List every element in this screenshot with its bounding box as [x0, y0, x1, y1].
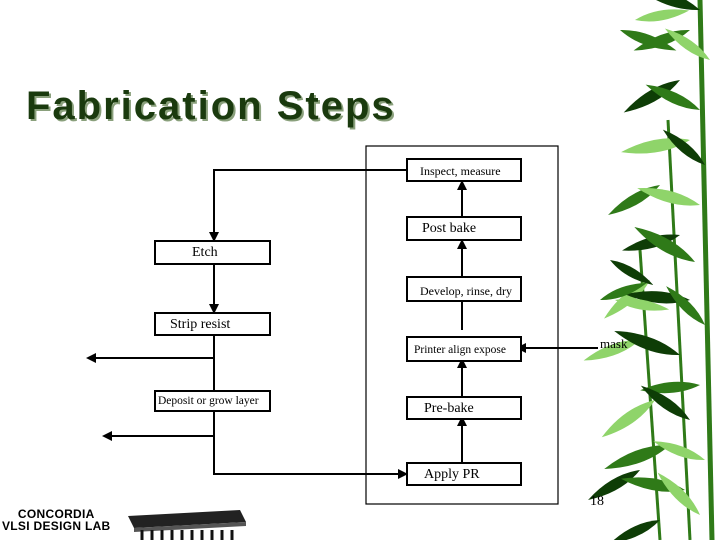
bamboo-leaf — [640, 381, 700, 394]
bamboo-leaf — [610, 520, 660, 540]
node-apply-pr: Apply PR — [406, 462, 522, 486]
node-strip-resist: Strip resist — [154, 312, 271, 336]
bamboo-leaf — [664, 28, 710, 60]
logo-line-2: VLSI DESIGN LAB — [2, 519, 111, 533]
process-frame — [365, 145, 559, 505]
bamboo-leaf — [614, 331, 680, 356]
node-develop-rinse-dry-label: Develop, rinse, dry — [420, 284, 512, 298]
node-printer-align-expose-label: Printer align expose — [414, 344, 506, 356]
node-post-bake-label: Post bake — [422, 221, 477, 236]
node-etch-label: Etch — [192, 245, 218, 260]
bamboo-leaf — [601, 400, 655, 438]
connector-inspect-etch — [209, 169, 406, 242]
bamboo-leaf — [610, 260, 654, 285]
bamboo-stem — [666, 119, 692, 540]
connector-deposit-applypr — [213, 412, 408, 479]
node-deposit-grow-layer: Deposit or grow layer — [154, 390, 271, 412]
bamboo-leaf — [657, 472, 700, 515]
node-strip-resist-label: Strip resist — [170, 317, 231, 332]
node-inspect-measure: Inspect, measure — [406, 158, 522, 182]
bamboo-leaf — [634, 0, 700, 11]
lab-logo-text: CONCORDIA VLSI DESIGN LAB — [2, 508, 111, 532]
bamboo-leaf — [623, 80, 680, 113]
bamboo-leaf — [588, 470, 640, 500]
node-deposit-grow-layer-label: Deposit or grow layer — [158, 395, 259, 407]
bamboo-leaf — [620, 29, 677, 51]
bamboo-leaf — [662, 129, 705, 165]
node-printer-align-expose: Printer align expose — [406, 336, 522, 362]
mask-label: mask — [600, 336, 628, 351]
bamboo-leaf — [600, 282, 647, 301]
bamboo-leaf — [583, 339, 640, 361]
bamboo-leaf — [615, 298, 670, 311]
bamboo-leaf — [634, 227, 695, 262]
node-etch: Etch — [154, 240, 271, 265]
logo-line-1: CONCORDIA — [17, 507, 95, 521]
node-pre-bake: Pre-bake — [406, 396, 522, 420]
page-number: 18 — [590, 494, 604, 509]
bamboo-stem — [697, 0, 715, 540]
bamboo-leaf — [653, 441, 705, 461]
bamboo-leaf — [604, 444, 670, 469]
bamboo-leaf — [645, 84, 700, 110]
bamboo-leaf — [635, 9, 690, 22]
node-inspect-measure-label: Inspect, measure — [420, 164, 501, 178]
node-pre-bake-label: Pre-bake — [424, 401, 474, 416]
node-develop-rinse-dry: Develop, rinse, dry — [406, 276, 522, 302]
bamboo-leaf — [637, 187, 700, 206]
bamboo-leaf — [666, 286, 705, 325]
chip-icon — [128, 510, 246, 540]
node-apply-pr-label: Apply PR — [424, 467, 480, 482]
node-post-bake: Post bake — [406, 216, 522, 241]
page-title: Fabrication Steps — [26, 84, 396, 128]
bamboo-leaf — [640, 385, 690, 420]
